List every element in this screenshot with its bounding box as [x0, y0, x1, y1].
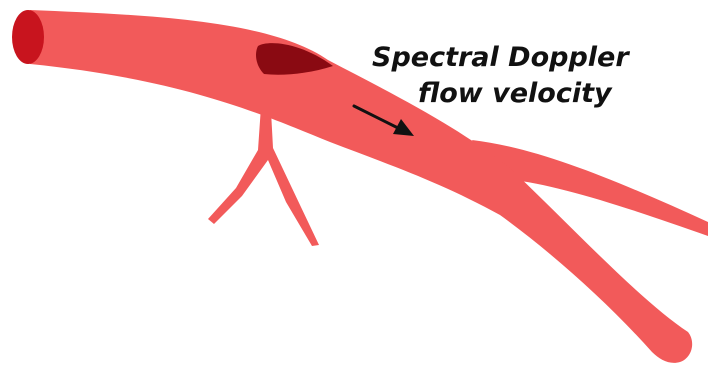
caption-line-2: flow velocity [418, 80, 612, 107]
vessel-opening [12, 10, 44, 64]
caption-line-1: Spectral Doppler [372, 44, 629, 71]
